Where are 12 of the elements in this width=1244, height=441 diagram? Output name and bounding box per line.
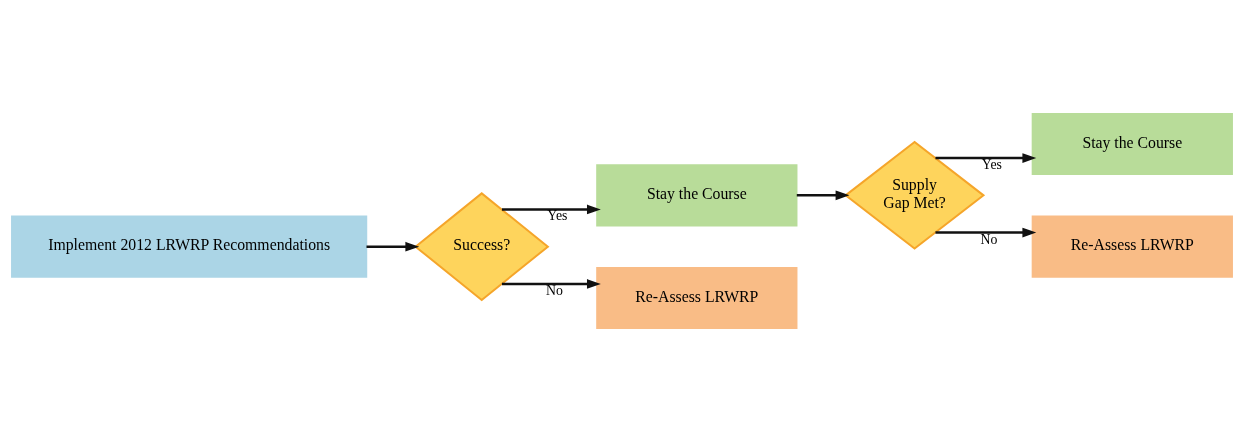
arrow — [796, 190, 850, 200]
arrow — [935, 227, 1037, 237]
arrow — [501, 204, 601, 214]
arrow — [501, 278, 601, 289]
node-box: Re-Assess LRWRP — [596, 266, 798, 329]
node-box: Re-Assess LRWRP — [1031, 215, 1233, 278]
node-box: Stay the Course — [1031, 112, 1233, 175]
node-box: Implement 2012 LRWRP Recommendations — [11, 215, 368, 278]
arrow — [935, 152, 1037, 163]
edge-label: Yes — [547, 207, 568, 223]
arrow — [366, 241, 420, 251]
node-box: Stay the Course — [596, 163, 798, 226]
